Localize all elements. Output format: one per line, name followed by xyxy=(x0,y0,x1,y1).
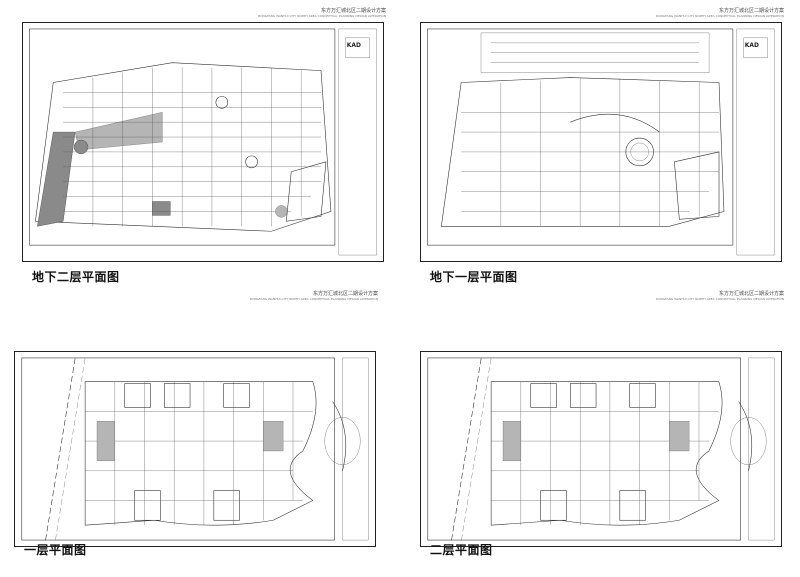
panel-b1: 东方万汇城北区二期设计方案 DONGFANG WANHUI CITY NORTH… xyxy=(412,6,792,294)
drawing-sheet xyxy=(14,351,376,547)
drawing-sheet xyxy=(420,351,782,547)
svg-text:KAD: KAD xyxy=(745,42,759,49)
project-title-cn: 东方万汇城北区二期设计方案 xyxy=(320,8,386,14)
project-title-en: DONGFANG WANHUI CITY NORTH AREA CONCEPTU… xyxy=(655,297,784,301)
sheet-header: 东方万汇城北区二期设计方案 DONGFANG WANHUI CITY NORTH… xyxy=(250,291,378,301)
drawing-sheet: KAD xyxy=(420,22,782,262)
panel-f1: 东方万汇城北区二期设计方案 DONGFANG WANHUI CITY NORTH… xyxy=(6,289,386,577)
sheet-header: 东方万汇城北区二期设计方案 DONGFANG WANHUI CITY NORTH… xyxy=(258,8,386,18)
project-title-en: DONGFANG WANHUI CITY NORTH AREA CONCEPTU… xyxy=(257,14,386,18)
panel-caption: 地下一层平面图 xyxy=(430,270,518,284)
floor-plan-b2: KAD xyxy=(29,28,377,256)
project-title-cn: 东方万汇城北区二期设计方案 xyxy=(312,291,378,297)
project-title-cn: 东方万汇城北区二期设计方案 xyxy=(718,291,784,297)
floor-plan-b1: KAD xyxy=(427,28,775,256)
panel-caption: 地下二层平面图 xyxy=(32,270,120,284)
project-title-en: DONGFANG WANHUI CITY NORTH AREA CONCEPTU… xyxy=(249,297,378,301)
project-title-cn: 东方万汇城北区二期设计方案 xyxy=(718,8,784,14)
panel-caption: 二层平面图 xyxy=(430,543,493,557)
floor-plan-f1 xyxy=(21,357,369,541)
panel-caption: 一层平面图 xyxy=(24,543,87,557)
svg-text:KAD: KAD xyxy=(347,42,361,49)
sheet-header: 东方万汇城北区二期设计方案 DONGFANG WANHUI CITY NORTH… xyxy=(656,291,784,301)
panel-b2: 东方万汇城北区二期设计方案 DONGFANG WANHUI CITY NORTH… xyxy=(14,6,394,294)
panel-f2: 东方万汇城北区二期设计方案 DONGFANG WANHUI CITY NORTH… xyxy=(412,289,792,577)
floor-plan-f2 xyxy=(427,357,775,541)
drawing-sheet: KAD xyxy=(22,22,384,262)
sheet-header: 东方万汇城北区二期设计方案 DONGFANG WANHUI CITY NORTH… xyxy=(656,8,784,18)
project-title-en: DONGFANG WANHUI CITY NORTH AREA CONCEPTU… xyxy=(655,14,784,18)
